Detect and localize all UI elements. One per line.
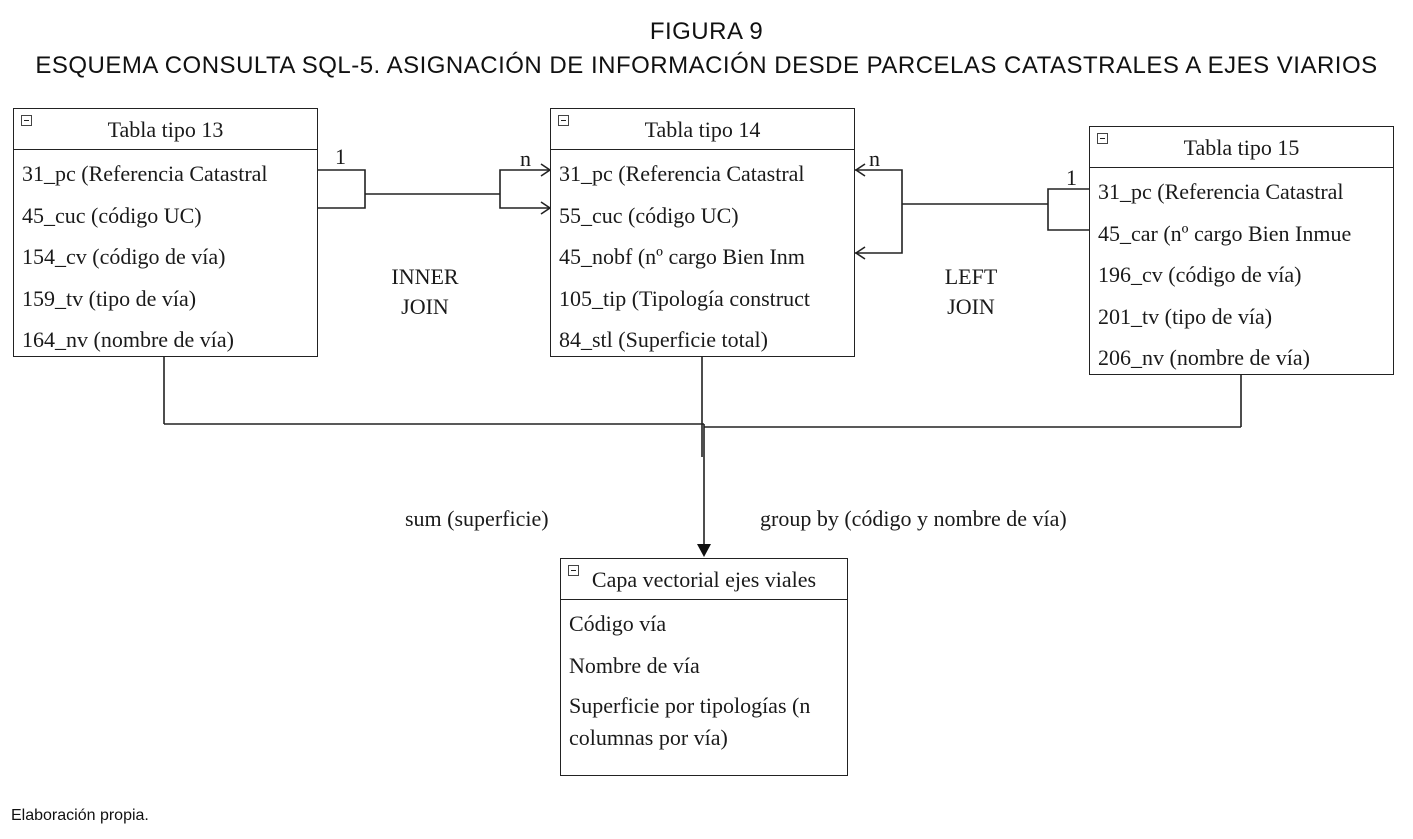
output-layer-header: Capa vectorial ejes viales — [561, 559, 847, 600]
collapse-icon[interactable] — [21, 115, 32, 126]
figure-number: FIGURA 9 — [649, 18, 764, 45]
left-join-right-bracket — [1047, 188, 1089, 231]
left-join-label-line2: JOIN — [947, 294, 995, 319]
cardinality-label: n — [869, 146, 880, 171]
figure-title: ESQUEMA CONSULTA SQL-5. ASIGNACIÓN DE IN… — [35, 52, 1378, 79]
table-15-title: Tabla tipo 15 — [1183, 135, 1300, 160]
left-join-crowfoot-top — [855, 163, 866, 177]
left-join-label-line1: LEFT — [944, 264, 998, 289]
inner-join-label: INNER JOIN — [370, 262, 480, 322]
table-15: Tabla tipo 15 31_pc (Referencia Catastra… — [1089, 126, 1394, 375]
left-join-left-bracket — [854, 169, 903, 254]
table-15-field: 196_cv (código de vía) — [1098, 262, 1302, 287]
inner-join-left-bracket — [318, 169, 366, 209]
cardinality-label: 1 — [1066, 165, 1077, 190]
cardinality-label: n — [520, 146, 531, 171]
table-15-field: 201_tv (tipo de vía) — [1098, 303, 1273, 329]
inner-join-label-line2: JOIN — [401, 294, 449, 319]
table-14-field: 31_pc (Referencia Catastral — [559, 161, 805, 186]
table-13-title: Tabla tipo 13 — [107, 117, 224, 142]
table-13-field: 164_nv (nombre de vía) — [22, 327, 234, 352]
inner-join-crowfoot-top — [540, 163, 551, 177]
output-field: Nombre de vía — [569, 652, 700, 678]
table-14-field: 84_stl (Superficie total) — [559, 327, 768, 352]
table-14-field: 105_tip (Tipología construct — [559, 285, 810, 311]
left-join-label: LEFT JOIN — [916, 262, 1026, 322]
table-13-header: Tabla tipo 13 — [14, 109, 317, 150]
table-15-header: Tabla tipo 15 — [1090, 127, 1393, 168]
collapse-icon[interactable] — [568, 565, 579, 576]
cardinality-label: 1 — [335, 144, 346, 169]
output-field: Código vía — [569, 611, 667, 636]
inner-join-crowfoot-bottom — [540, 201, 551, 215]
table-13-field: 154_cv (código de vía) — [22, 244, 226, 269]
table-13-field: 159_tv (tipo de vía) — [22, 285, 197, 311]
table-13-field: 31_pc (Referencia Catastral — [22, 161, 268, 186]
footer-note: Elaboración propia. — [11, 807, 149, 824]
table-13-field: 45_cuc (código UC) — [22, 202, 202, 228]
sum-label: sum (superficie) — [405, 506, 549, 531]
group-by-label: group by (código y nombre de vía) — [760, 506, 1067, 531]
output-field: Superficie por tipologías (n columnas po… — [569, 693, 811, 750]
left-join-crowfoot-bottom — [855, 246, 866, 260]
table-13: Tabla tipo 13 31_pc (Referencia Catastra… — [13, 108, 318, 357]
inner-join-right-bracket — [499, 169, 552, 209]
table-14-field: 55_cuc (código UC) — [559, 202, 739, 228]
table-15-field: 31_pc (Referencia Catastral — [1098, 179, 1344, 204]
table-14-title: Tabla tipo 14 — [644, 117, 761, 142]
inner-join-label-line1: INNER — [391, 264, 459, 289]
output-layer-title: Capa vectorial ejes viales — [591, 567, 817, 592]
output-layer: Capa vectorial ejes viales Código vía No… — [560, 558, 848, 776]
table-14: Tabla tipo 14 31_pc (Referencia Catastra… — [550, 108, 855, 357]
collapse-icon[interactable] — [558, 115, 569, 126]
table-14-field: 45_nobf (nº cargo Bien Inm — [559, 244, 805, 269]
collapse-icon[interactable] — [1097, 133, 1108, 144]
table-15-field: 45_car (nº cargo Bien Inmue — [1098, 220, 1352, 246]
table-15-field: 206_nv (nombre de vía) — [1098, 345, 1310, 370]
arrow-head — [697, 544, 711, 557]
table-14-header: Tabla tipo 14 — [551, 109, 854, 150]
